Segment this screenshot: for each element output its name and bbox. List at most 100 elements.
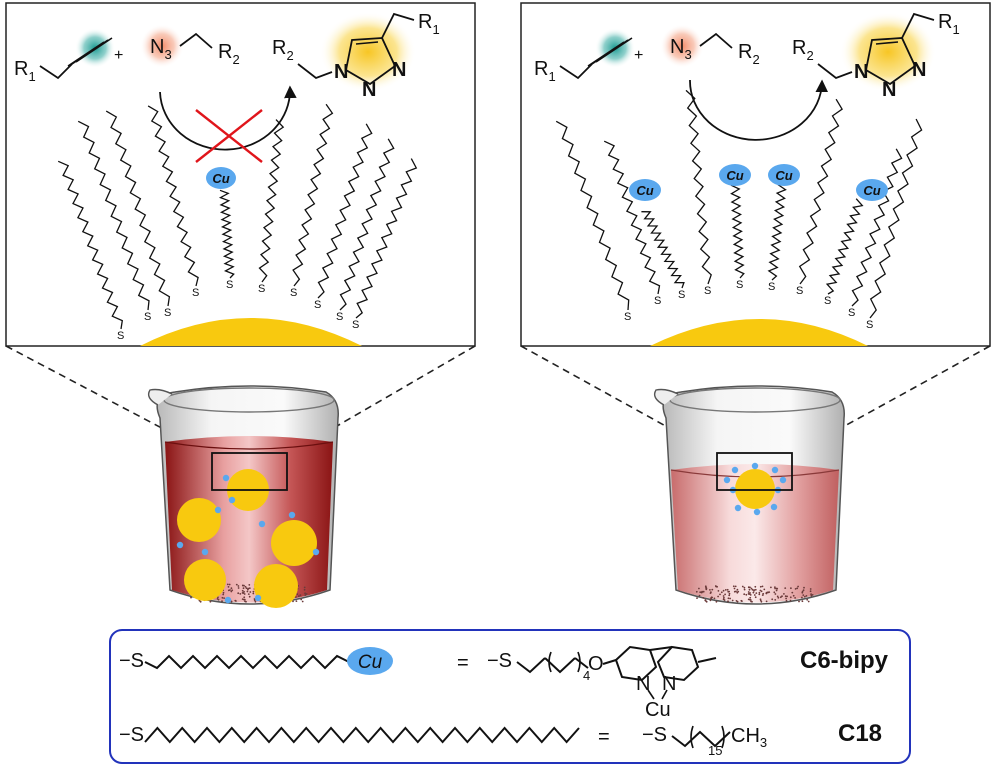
chain xyxy=(105,110,171,307)
legend-frame xyxy=(109,629,911,764)
chain xyxy=(77,120,150,311)
chain xyxy=(218,189,235,279)
bipy-linker xyxy=(516,657,546,674)
chain xyxy=(258,119,285,283)
cu-bead xyxy=(719,164,751,186)
chain xyxy=(292,103,334,287)
gold-nanoparticles xyxy=(177,469,317,608)
thiol-s-label: S xyxy=(226,279,233,291)
legend: −S Cu = −S 4 O N N Cu C6-bipy −S = −S 15… xyxy=(109,629,911,764)
inhibition-cross xyxy=(195,109,263,163)
reaction-arrow xyxy=(159,85,297,151)
triazole-n3: N xyxy=(392,59,406,81)
cu-bead xyxy=(347,647,393,675)
chain xyxy=(825,198,864,295)
c18-thiol: −S xyxy=(642,724,667,746)
chain xyxy=(798,98,843,285)
chain xyxy=(147,105,199,287)
equals-1: = xyxy=(457,652,469,674)
short-chain xyxy=(144,654,350,670)
methyl: CH3 xyxy=(731,725,767,750)
triazole-ring xyxy=(344,37,397,86)
thiol-s-label: S xyxy=(192,287,199,299)
reaction-arrow xyxy=(689,79,829,141)
repeat-15: 15 xyxy=(708,743,722,758)
chain xyxy=(869,118,923,319)
chain xyxy=(730,184,745,279)
triazole-n1: N xyxy=(854,61,868,83)
bipy-cu: Cu xyxy=(645,699,671,721)
chain xyxy=(555,120,630,311)
thiol-s-label: S xyxy=(336,311,343,323)
chain xyxy=(317,123,373,299)
bipy-thiol: −S xyxy=(487,650,512,672)
zoom-box xyxy=(716,452,793,491)
pyridine-ring xyxy=(614,645,658,682)
thiol-s-label: S xyxy=(290,287,297,299)
cu-label: Cu xyxy=(863,183,880,198)
copper-catalyst: Cu xyxy=(206,167,236,189)
cu-label: Cu xyxy=(212,171,229,186)
thiol-s-label: S xyxy=(144,311,151,323)
reaction-solution xyxy=(671,464,839,603)
c18-label: C18 xyxy=(838,720,882,747)
thiol-s-label: S xyxy=(866,319,873,331)
thiol-s-label: S xyxy=(736,279,743,291)
thiol-s-label: S xyxy=(654,295,661,307)
chain xyxy=(685,89,712,285)
alkanethiol-chains xyxy=(555,89,923,319)
bipy-n-right: N xyxy=(662,673,676,695)
triazole-n2: N xyxy=(362,79,376,101)
oxygen: O xyxy=(588,653,604,675)
sedimented-particles xyxy=(695,585,814,603)
thiol-s-label: S xyxy=(704,285,711,297)
thiol-s-label: S xyxy=(678,289,685,301)
chain xyxy=(767,184,787,281)
equals-2: = xyxy=(598,726,610,748)
cu-bead xyxy=(768,164,800,186)
cu-bead xyxy=(856,179,888,201)
triazole-n3: N xyxy=(912,59,926,81)
thiol-s-label: S xyxy=(848,307,855,319)
thiol-s-label: S xyxy=(164,307,171,319)
alkanethiol-chains xyxy=(57,103,418,330)
chain xyxy=(355,158,418,319)
chain xyxy=(339,138,395,311)
plus-sign: + xyxy=(114,47,123,64)
plus-sign: + xyxy=(634,47,643,64)
cu-bead-label: Cu xyxy=(358,652,383,673)
thiol-s-label: S xyxy=(352,319,359,331)
chain xyxy=(851,148,903,307)
legend-thiol-1: −S xyxy=(119,650,144,672)
cu-label: Cu xyxy=(726,168,743,183)
right-beaker xyxy=(653,385,845,605)
zoom-box xyxy=(211,452,288,491)
copper-sites xyxy=(723,462,787,516)
c6-bipy-label: C6-bipy xyxy=(800,647,889,674)
thiol-s-label: S xyxy=(624,311,631,323)
thiol-s-label: S xyxy=(258,283,265,295)
triazole-n1: N xyxy=(334,61,348,83)
triazole-n2: N xyxy=(882,79,896,101)
thiol-s-label: S xyxy=(796,285,803,297)
gold-nanoparticle xyxy=(735,469,775,509)
triazole-ring xyxy=(864,37,917,86)
left-beaker xyxy=(147,385,339,608)
cu-bead xyxy=(629,179,661,201)
gold-nanoparticle-surface xyxy=(650,319,868,346)
copper-sites xyxy=(176,474,320,604)
thiol-s-label: S xyxy=(314,299,321,311)
gold-nanoparticle-surface xyxy=(140,318,362,346)
long-chain xyxy=(144,726,580,744)
chain xyxy=(603,140,661,295)
chain xyxy=(641,211,685,289)
cu-label: Cu xyxy=(636,183,653,198)
thiol-s-label: S xyxy=(824,295,831,307)
chain xyxy=(57,160,124,330)
